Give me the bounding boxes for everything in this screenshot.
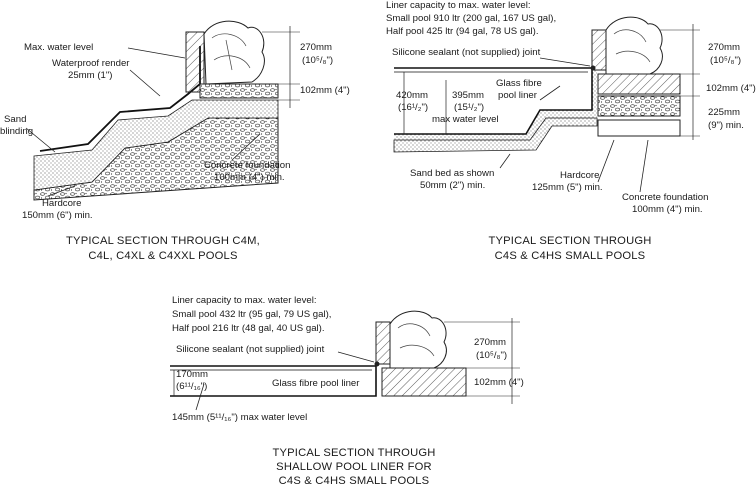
label-b-sand-1: Sand bed as shown — [410, 168, 495, 179]
coping-shell — [605, 16, 663, 75]
section-shallow-drawing — [170, 310, 520, 411]
dim-b-coping-in: (10⁵/₈") — [710, 55, 742, 66]
dim-b-coping-mm: 270mm — [708, 42, 740, 53]
label-b-sand-2: 50mm (2") min. — [420, 180, 486, 191]
hardcore-leader — [597, 139, 615, 183]
pool-liner-shell — [170, 365, 377, 397]
paving-stone — [597, 73, 681, 95]
coping-block — [591, 29, 607, 71]
dim-b-slab-in: (9") min. — [708, 120, 744, 131]
label-a-hardcore-2: 150mm (6") min. — [22, 210, 93, 221]
coping-shell-detail — [211, 33, 251, 71]
dim-c-base: 102mm (4") — [474, 377, 524, 388]
label-c-water: 145mm (5¹¹/₁₆") max water level — [172, 412, 308, 423]
label-b-liner-1: Glass fibre — [496, 78, 542, 89]
label-a-sand-1: Sand — [4, 114, 27, 125]
dim-c-water-leader — [195, 383, 205, 411]
label-b-water: max water level — [432, 114, 499, 125]
title-c-line-2: SHALLOW POOL LINER FOR — [276, 461, 432, 473]
dim-b-water-in: (15¹/₂") — [454, 102, 485, 113]
pool-liner-shell — [394, 67, 593, 135]
label-c-liner: Glass fibre pool liner — [272, 378, 360, 389]
coping-shell-detail — [613, 29, 651, 63]
dim-b-base: 102mm (4") — [706, 83, 756, 94]
label-b-sealant: Silicone sealant (not supplied) joint — [392, 47, 541, 58]
title-a-line-1: TYPICAL SECTION THROUGH C4M, — [66, 235, 260, 247]
sealant-leader — [337, 351, 375, 363]
label-b-hardcore-2: 125mm (5") min. — [532, 182, 603, 193]
dim-b-depth-in: (16¹/₂") — [398, 102, 429, 113]
sand-bed-lower — [393, 117, 598, 153]
label-b-liner-2: pool liner — [498, 90, 537, 101]
sealant-joint — [374, 361, 380, 367]
dim-b-depth-mm: 420mm — [396, 90, 428, 101]
foundation-leader — [639, 139, 649, 193]
label-a-foundation-2: 100mm (4") min. — [214, 172, 285, 183]
label-a-sand-2: blinding — [0, 126, 34, 137]
dim-c-depth-in: (6¹¹/₁₆") — [176, 381, 208, 392]
label-b-foundation-1: Concrete foundation — [622, 192, 709, 203]
dim-c-coping-in: (10⁵/₈") — [476, 350, 508, 361]
label-c-sealant: Silicone sealant (not supplied) joint — [176, 344, 325, 355]
coping-shell — [203, 20, 265, 85]
coping-block — [375, 321, 391, 365]
dim-a-coping-mm: 270mm — [300, 42, 332, 53]
hardcore-layer — [597, 95, 681, 117]
coping-shell-detail — [397, 323, 435, 357]
title-b-line-1: TYPICAL SECTION THROUGH — [488, 235, 652, 247]
water-level-leader — [127, 47, 186, 59]
label-c-capacity-1: Liner capacity to max. water level: — [172, 295, 317, 306]
title-c-line-1: TYPICAL SECTION THROUGH — [272, 447, 436, 459]
label-c-capacity-3: Half pool 216 ltr (48 gal, 40 US gal). — [172, 323, 325, 334]
label-b-hardcore-1: Hardcore — [560, 170, 600, 181]
dim-a-base: 102mm (4") — [300, 85, 350, 96]
liner-leader — [539, 85, 561, 101]
dim-c-depth-mm: 170mm — [176, 369, 208, 380]
dim-b-water-mm: 395mm — [452, 90, 484, 101]
label-a-render-1: Waterproof render — [52, 58, 130, 69]
paving-stone — [381, 367, 467, 397]
paving-stone — [199, 83, 279, 99]
section-c4s-drawing — [393, 16, 700, 193]
foundation-leader — [231, 133, 261, 161]
label-b-capacity-3: Half pool 425 ltr (94 gal, 78 US gal). — [386, 26, 539, 37]
dim-a-coping-in: (10⁵/₈") — [302, 55, 334, 66]
label-a-render-2: 25mm (1") — [68, 70, 113, 81]
render-leader — [129, 69, 161, 97]
label-a-foundation-1: Concrete foundation — [204, 160, 291, 171]
sand-leader — [499, 153, 511, 169]
title-b-line-2: C4S & C4HS SMALL POOLS — [494, 250, 646, 262]
sand-blinding-layer — [33, 99, 279, 191]
label-a-water-level: Max. water level — [24, 42, 94, 53]
coping-shell — [389, 310, 447, 369]
sealant-leader — [539, 57, 591, 67]
title-a-line-2: C4L, C4XL & C4XXL POOLS — [88, 250, 238, 262]
label-a-hardcore-1: Hardcore — [42, 198, 82, 209]
dim-b-slab-mm: 225mm — [708, 107, 740, 118]
title-c-line-3: C4S & C4HS SMALL POOLS — [278, 475, 430, 487]
sand-leader — [25, 127, 56, 153]
label-b-capacity-2: Small pool 910 ltr (200 gal, 167 US gal)… — [386, 13, 557, 24]
label-b-foundation-2: 100mm (4") min. — [632, 204, 703, 215]
dim-c-coping-mm: 270mm — [474, 337, 506, 348]
section-c4m-drawing — [25, 20, 300, 201]
label-c-capacity-2: Small pool 432 ltr (95 gal, 79 US gal), — [172, 309, 332, 320]
foundation-slab — [597, 119, 681, 137]
hardcore-leader — [47, 185, 76, 197]
coping-block — [185, 31, 205, 93]
sealant-joint — [590, 65, 596, 71]
label-b-capacity-1: Liner capacity to max. water level: — [386, 0, 531, 11]
